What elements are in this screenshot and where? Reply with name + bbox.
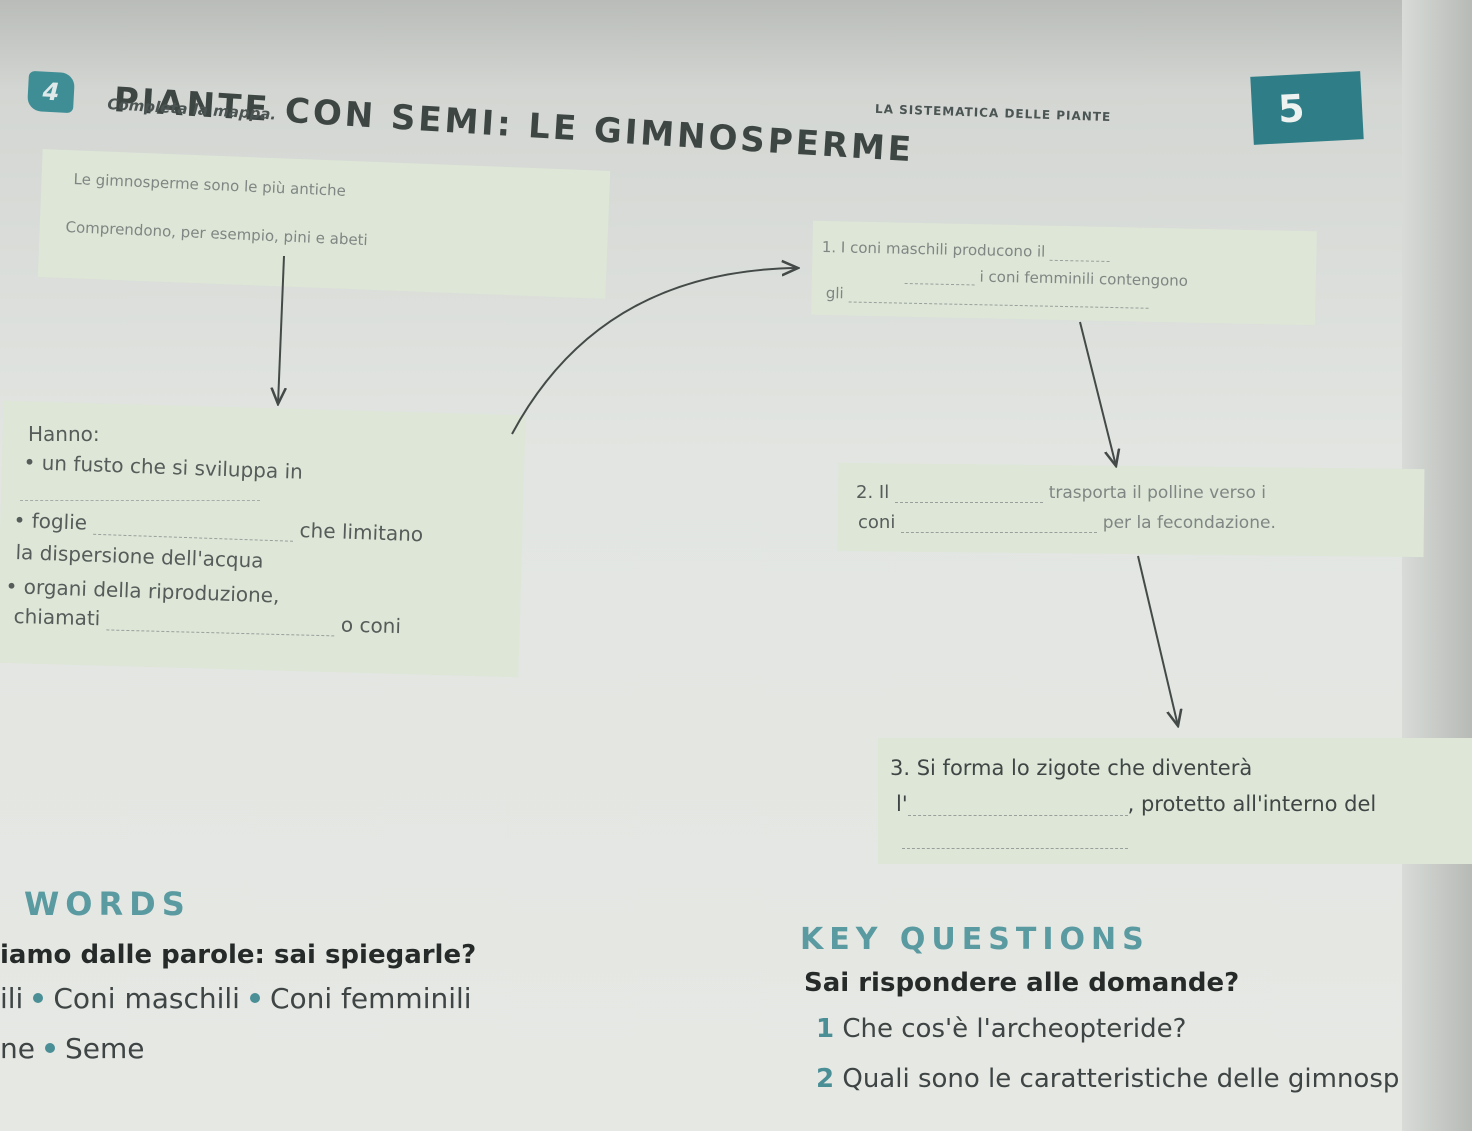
bullet-dot-icon (44, 1043, 55, 1053)
step3-blank-2[interactable] (902, 848, 1128, 849)
arrow-features-to-step1 (511, 268, 798, 435)
step3-line-2: l', protetto all'interno del (896, 792, 1377, 816)
features-heading: Hanno: (28, 422, 100, 446)
step2-line-1: 2. Il trasporta il polline verso i (856, 482, 1267, 503)
step3-line-1: 3. Si forma lo zigote che diventerà (890, 756, 1253, 780)
key-questions-prompt: Sai rispondere alle domande? (804, 968, 1240, 998)
step3-box (878, 738, 1472, 864)
bullet-dot-icon (249, 993, 260, 1003)
arrow-step2-to-step3 (1137, 555, 1178, 726)
bullet-dot-icon (33, 993, 44, 1003)
step2-line-2: coni per la fecondazione. (858, 512, 1276, 533)
words-heading: WORDS (24, 885, 191, 923)
question-1: 1 Che cos'è l'archeopteride? (816, 1014, 1187, 1044)
arrow-step1-to-step2 (1079, 321, 1116, 466)
words-prompt: iamo dalle parole: sai spiegarle? (0, 940, 477, 970)
arrow-intro-to-features (278, 255, 284, 404)
question-2: 2 Quali sono le caratteristiche delle gi… (816, 1064, 1400, 1094)
key-questions-heading: KEY QUESTIONS (800, 922, 1150, 957)
feature-item-1-blank[interactable] (20, 500, 260, 501)
page-edge (1402, 0, 1472, 1131)
